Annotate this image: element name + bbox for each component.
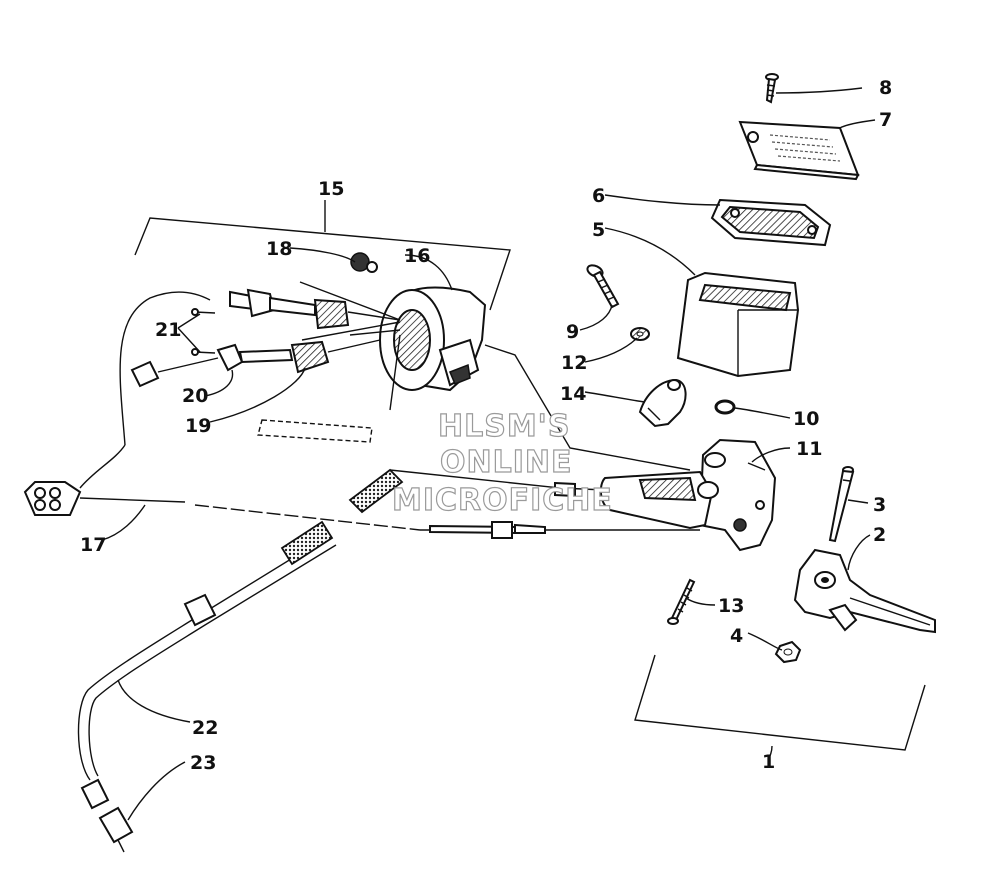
callout-labels: 1 2 3 4 5 6 7 8 9 10 11 12 13 14 15 16 1… [80, 77, 892, 774]
bracket-1 [634, 654, 926, 761]
switch-part-20 [216, 343, 294, 372]
reservoir-part-5 [676, 271, 800, 378]
callout-18: 18 [266, 238, 292, 260]
watermark-line-2: ONLINE [440, 445, 573, 480]
hose-part-22 [77, 520, 337, 781]
callout-9: 9 [566, 321, 579, 343]
callout-13: 13 [718, 595, 744, 617]
oring-part-10 [714, 399, 736, 415]
bolt-part-3 [828, 466, 855, 543]
callout-17: 17 [80, 534, 106, 556]
callout-14: 14 [560, 383, 586, 405]
upper-switch [229, 288, 401, 330]
callout-10: 10 [793, 408, 819, 430]
screw-part-8 [765, 73, 779, 104]
screws-part-21 [191, 308, 216, 356]
watermark-line-3: MICROFICHE [392, 483, 613, 518]
callout-3: 3 [873, 494, 886, 516]
leader-lines [101, 87, 876, 821]
fitting-part-23 [80, 778, 134, 853]
cover-part-7 [738, 120, 860, 181]
screw-part-13 [667, 578, 696, 625]
callout-22: 22 [192, 717, 218, 739]
connector-part-19 [290, 339, 381, 374]
callout-1: 1 [762, 751, 775, 773]
callout-20: 20 [182, 385, 208, 407]
callout-4: 4 [730, 625, 743, 647]
washer-part-12 [630, 327, 650, 341]
callout-8: 8 [879, 77, 892, 99]
callout-6: 6 [592, 185, 605, 207]
switch-housing-part-16 [379, 286, 487, 392]
watermark-line-1: HLSM'S [438, 409, 570, 444]
small-connector [130, 357, 219, 388]
nut-part-4 [774, 640, 802, 664]
callout-2: 2 [873, 524, 886, 546]
bracket-15 [134, 200, 511, 311]
callout-16: 16 [404, 245, 430, 267]
callout-7: 7 [879, 109, 892, 131]
plug-part-18 [350, 252, 378, 273]
master-cylinder-part-11 [599, 438, 777, 552]
callout-11: 11 [796, 438, 822, 460]
callout-12: 12 [561, 352, 587, 374]
callout-19: 19 [185, 415, 211, 437]
gasket-part-6 [710, 198, 832, 247]
watermark: HLSM'S ONLINE MICROFICHE [391, 408, 613, 518]
brake-switch-cable [348, 344, 691, 514]
callout-21: 21 [155, 319, 181, 341]
clamp-part-14 [638, 378, 687, 428]
lever-part-2 [793, 548, 936, 634]
callout-15: 15 [318, 178, 344, 200]
harness-part-17 [23, 291, 700, 539]
sleeve [257, 419, 373, 443]
callout-23: 23 [190, 752, 216, 774]
screw-part-9 [586, 264, 620, 309]
callout-5: 5 [592, 219, 605, 241]
